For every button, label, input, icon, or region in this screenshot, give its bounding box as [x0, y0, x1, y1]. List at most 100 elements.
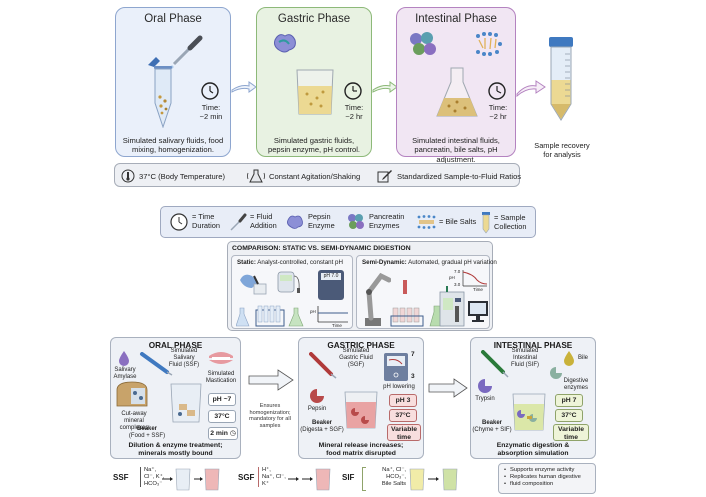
label-line: (SGF) [347, 362, 365, 368]
footer-line: minerals mostly bound [138, 450, 213, 457]
footer-line: absorption simulation [497, 450, 569, 457]
sif-name: SIF [342, 473, 355, 482]
sgf-label: Simulated Gastric Fluid (SGF) [335, 348, 377, 369]
beaker-title: Beaker [311, 420, 332, 426]
flask-icon [436, 67, 478, 117]
flow-arrow [372, 81, 398, 93]
ph-lowering-label: pH lowering [383, 384, 415, 390]
ph-high: 7 [411, 351, 415, 358]
dropper-icon [230, 213, 247, 231]
ion-line: K⁺ [262, 480, 269, 487]
legend-line: Enzymes [369, 221, 400, 230]
notes-box: Supports enzyme activity Replicates huma… [498, 463, 596, 494]
time-value: ~2 min [199, 112, 223, 121]
param-temp: 37°C [389, 409, 417, 422]
sif-bracket [362, 467, 366, 491]
legend-line: Pepsin [308, 212, 331, 222]
clock-icon [201, 82, 219, 100]
sgf-ions: H⁺, Na⁺, Cl⁻, K⁺ [258, 467, 286, 488]
pepsin-label: Pepsin [307, 406, 327, 412]
oral-phase-box: Oral Phase Time: ~2 min Simulated saliva… [115, 7, 231, 157]
footer-line: Mineral release increases; [318, 442, 404, 449]
trypsin-label: Trypsin [475, 396, 495, 402]
clock-icon [344, 82, 362, 100]
intestinal-beaker-icon [512, 393, 546, 431]
condition-label: Constant Agitation/Shaking [269, 171, 361, 181]
dentures-icon [209, 352, 233, 364]
note-item: Supports enzyme activity [504, 467, 590, 474]
mastication-label: Simulated Mastication [201, 371, 241, 385]
ion-line: Na⁺, Cl⁻, [262, 473, 286, 480]
footer-line: Dilution & enzyme treatment; [128, 442, 223, 449]
beaker-title: Beaker [481, 420, 502, 426]
legend-line: = Time [192, 212, 215, 222]
param-temp: 37°C [555, 409, 583, 422]
flow-arrow [516, 80, 546, 98]
legend-line: Addition [250, 221, 277, 230]
time-label: Time: [344, 103, 364, 112]
shaking-flask-icon [247, 169, 265, 183]
label-line: Sample recovery [534, 141, 590, 150]
salivary-amylase-icon [119, 351, 129, 366]
semi-dynamic-panel: Semi-Dynamic: Automated, gradual pH vari… [356, 255, 497, 329]
big-arrow [428, 378, 468, 398]
note-line: mandatory for all [249, 416, 291, 423]
label-line: Intestinal [512, 355, 537, 361]
ssf-flow-graphic [162, 468, 220, 491]
titrator-instrument-icon [439, 286, 465, 327]
bile-drop-icon [564, 351, 574, 366]
param-ph: pH ~7 [208, 393, 236, 406]
ion-line: HCO₃⁻, [386, 473, 406, 480]
description-line: Simulated salivary fluids, food [122, 136, 224, 145]
label-line: enzymes [563, 385, 588, 391]
description-line: mixing, homogenization. [132, 145, 214, 155]
ph-low: 3 [411, 373, 415, 380]
param-time-line: Variable [557, 426, 585, 433]
ion-line: Bile Salts [381, 480, 406, 487]
label-line: Digestive [563, 378, 589, 384]
pepsin-enzyme-icon [274, 34, 296, 53]
static-panel: Static: Analyst-controlled, constant pH … [231, 255, 353, 329]
static-graph-y-label: pH [310, 309, 316, 314]
static-ph-meter: pH 7.0 [318, 270, 344, 300]
condition-label: 37°C (Body Temperature) [139, 171, 226, 181]
intestinal-phase-title: Intestinal Phase [415, 13, 497, 25]
label-line: Fluid (SIF) [510, 362, 539, 368]
sif-ions: Na⁺, Cl⁻, HCO₃⁻, Bile Salts [374, 467, 406, 487]
footer-line: food matrix disrupted [326, 450, 396, 457]
description-line: Simulated intestinal fluids, [412, 136, 500, 145]
pancreatin-enzymes-icon [410, 32, 436, 55]
param-time-line: time [564, 433, 578, 441]
sif-label: Simulated Intestinal Fluid (SIF) [507, 348, 543, 369]
pipette-icon [481, 350, 509, 378]
oral-phase-description: Simulated salivary fluids, food mixing, … [120, 136, 226, 155]
description-line: pancreatin, bile salts, pH adjustment. [414, 145, 498, 164]
footer-line: Enzymatic digestion & [496, 442, 570, 449]
legend-line: = Fluid [250, 212, 273, 222]
condition-label: Standardized Sample-to-Fluid Ratios [397, 171, 522, 181]
description-line: pepsin enzyme, pH control. [267, 145, 360, 155]
sample-recovery-label: Sample recovery for analysis [530, 141, 594, 159]
gloved-hand-pipette-icon [240, 274, 267, 295]
clock-icon [488, 82, 506, 100]
oral-detail-title: ORAL PHASE [148, 341, 203, 350]
condition-agitation: Constant Agitation/Shaking [247, 169, 360, 183]
gastric-time: Time: ~2 hr [337, 103, 371, 121]
time-value: ~2 hr [489, 112, 507, 121]
beaker-contents: (Food + SSF) [128, 433, 166, 439]
ion-line: H⁺, [262, 467, 271, 473]
sgf-flow-graphic [288, 468, 331, 491]
label-line: Gastric Fluid [339, 355, 373, 361]
digestive-enzyme-icon [550, 367, 562, 379]
label-line: Mastication [205, 378, 237, 384]
static-graph-x-label: Time [332, 323, 342, 328]
clock-icon [170, 213, 188, 231]
legend-line: Enzyme [308, 221, 335, 230]
note-line: samples [259, 422, 281, 429]
bread-icon [116, 381, 148, 407]
